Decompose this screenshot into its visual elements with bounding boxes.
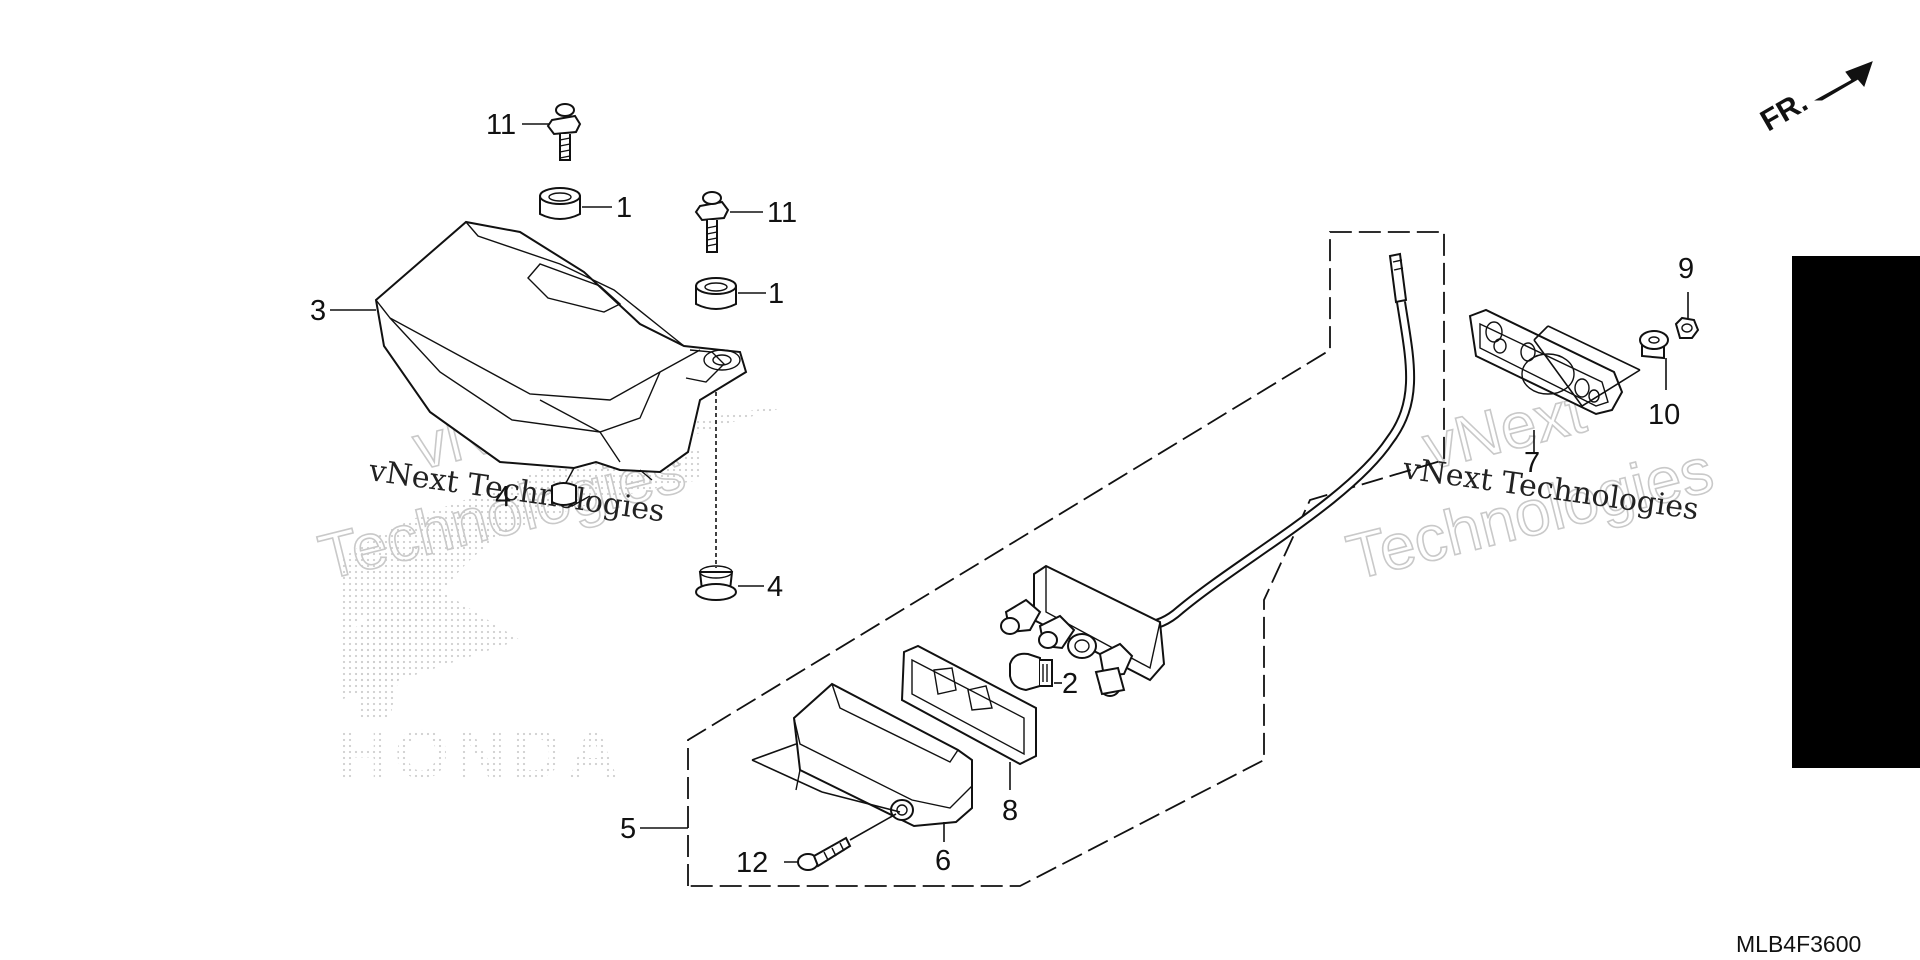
callout-4-a: 4 [495,481,511,513]
callout-4-b: 4 [767,571,783,603]
socket-assembly [1000,564,1166,697]
wire-harness [1117,252,1416,631]
collar-part-10 [1639,330,1669,360]
plate-part-7 [1468,308,1624,416]
callout-9: 9 [1678,253,1694,285]
callout-11-b: 11 [767,197,797,229]
callout-10: 10 [1648,399,1680,431]
callout-8: 8 [1002,795,1018,827]
callout-1-a: 1 [616,192,632,224]
callout-2: 2 [1062,668,1078,700]
screw-part-12 [797,836,852,871]
tail-light-part-3 [374,220,748,507]
front-arrow-icon [1814,61,1873,101]
callout-12: 12 [736,847,768,879]
callout-5: 5 [620,813,636,845]
bolt-part-11-a [546,103,582,161]
callout-3: 3 [310,295,326,327]
collar-nut-part-4 [695,565,737,601]
drawing-code: MLB4F3600 [1736,931,1861,957]
bolt-part-11-b [694,191,730,253]
section-tab [1792,256,1920,768]
callout-11-a: 11 [486,109,516,141]
lens-part-6 [792,682,973,828]
mount-nut-hidden [551,482,577,506]
honda-brand-watermark: HONDA [338,715,625,793]
gasket-part-8 [900,644,1037,766]
front-direction-label: FR. [1755,85,1813,138]
bulb-part-2 [1009,652,1053,692]
nut-part-9 [1674,316,1700,339]
callout-6: 6 [935,845,951,877]
grommet-part-1-a [539,187,581,220]
front-direction-indicator: FR. [1755,61,1873,138]
grommet-part-1-b [695,277,737,310]
callout-7: 7 [1524,447,1540,479]
callout-1-b: 1 [768,278,784,310]
assembly-boundary-5 [687,231,1445,887]
